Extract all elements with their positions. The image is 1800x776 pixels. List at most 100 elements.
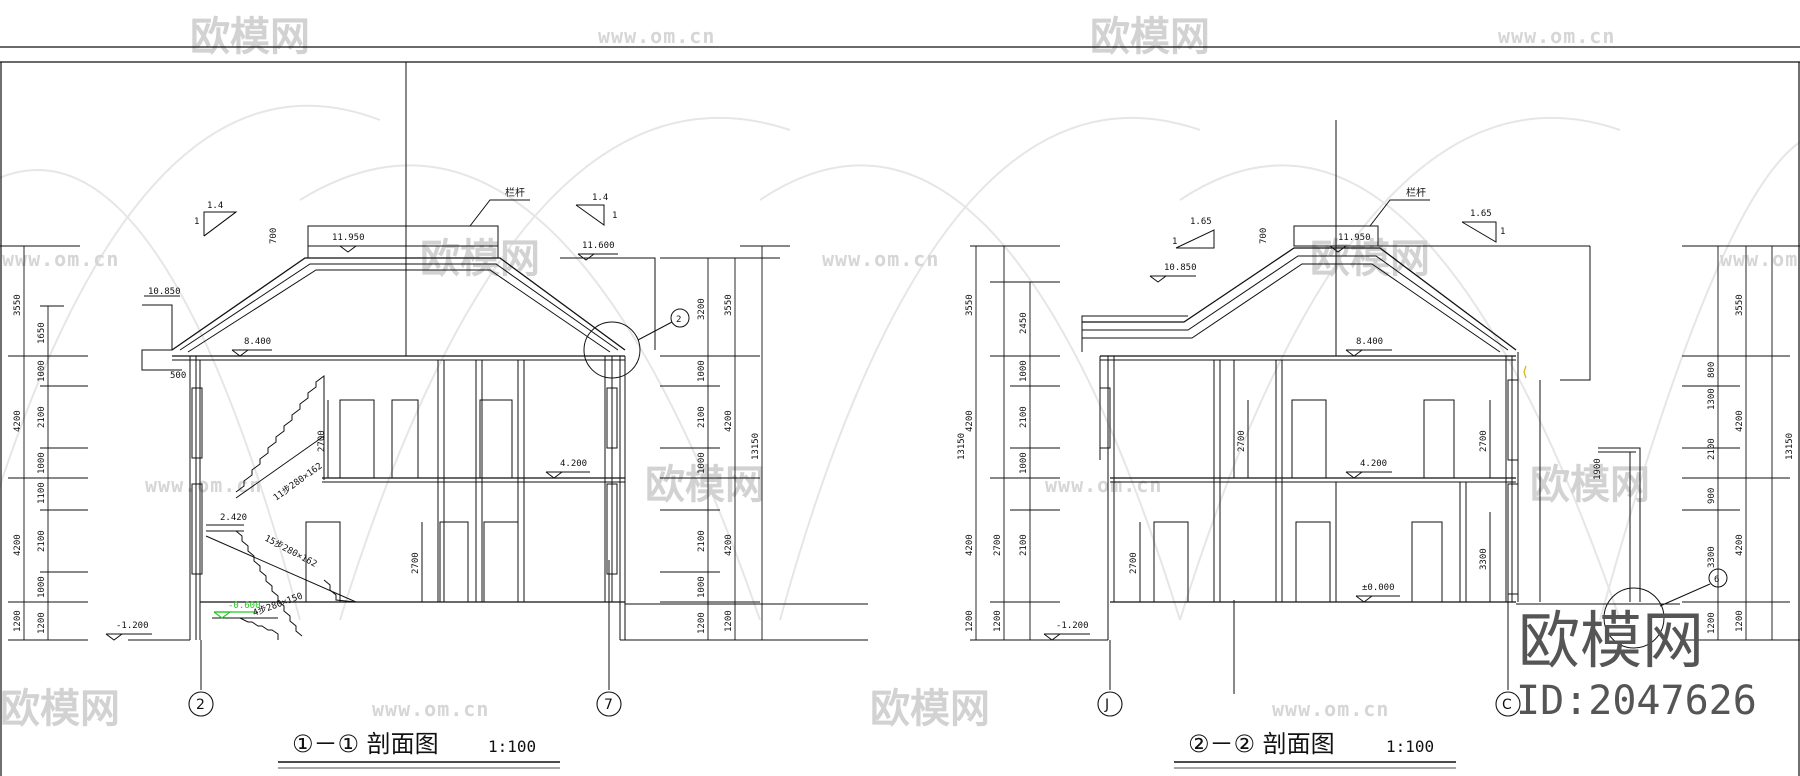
watermark-url: www.om.cn [1045, 473, 1162, 497]
door-height-label: 3300 [1479, 548, 1489, 570]
parapet-height-label: 700 [269, 228, 279, 244]
dim-label: 1200 [993, 610, 1003, 632]
axis-label: C [1502, 697, 1512, 713]
dim-label: 2100 [1707, 438, 1717, 460]
watermark-brand: 欧模网 [645, 462, 765, 508]
door-height-label: 2700 [317, 430, 327, 452]
door-height-label: 2700 [1129, 552, 1139, 574]
dim-label: 4200 [724, 534, 734, 556]
elevation-label: 8.400 [244, 337, 271, 347]
dim-label: 2700 [993, 534, 1003, 556]
corner-watermark-stamp: 欧模网 ID:2047626 [1516, 604, 1757, 724]
section-1-green-marker [213, 611, 258, 619]
slope-label: 1 [612, 211, 617, 221]
watermark-url: www.om.cn [822, 247, 939, 271]
slope-label: 1 [1172, 237, 1177, 247]
dim-label: 4200 [13, 410, 23, 432]
section-1-left-dims [0, 245, 88, 641]
dim-label: 2100 [37, 530, 47, 552]
section-2-axis: J C [1097, 691, 1521, 717]
eave-width-label: 500 [170, 371, 186, 381]
elevation-label: 11.600 [582, 241, 615, 251]
door-height-label: 2700 [1479, 430, 1489, 452]
railing-label: 栏杆 [505, 186, 525, 199]
detail-tag: 6 [1714, 575, 1719, 585]
total-dim-label: 13150 [957, 433, 967, 460]
dim-label: 1000 [37, 576, 47, 598]
watermark-url: www.om.cn [1498, 24, 1615, 48]
dim-label: 1200 [965, 610, 975, 632]
dim-label: 1200 [724, 610, 734, 632]
dim-label: 4200 [1735, 534, 1745, 556]
elevation-label: 4.200 [560, 459, 587, 469]
watermark-url: www.om.cn [1720, 247, 1800, 271]
section-2-right-dims [1682, 245, 1800, 641]
dim-label: 800 [1707, 362, 1717, 378]
section-1-drawing [105, 62, 868, 690]
dim-label: 2450 [1019, 312, 1029, 334]
elevation-label: 10.850 [1164, 263, 1197, 273]
dim-label: 2100 [1019, 406, 1029, 428]
elevation-label-green: -0.600 [228, 601, 261, 611]
watermark-brand: 欧模网 [1310, 236, 1430, 282]
watermark-url: www.om.cn [598, 24, 715, 48]
dim-label: 3550 [1735, 294, 1745, 316]
slope-label: 1.65 [1470, 209, 1492, 219]
section-1-right-dims [660, 245, 790, 641]
axis-bubble [596, 691, 622, 717]
watermark-brand: 欧模网 [420, 236, 540, 282]
section-2-annotations: 栏杆 1.65 1 1.65 1 11.950 10.850 8.400 4.2… [957, 186, 1795, 634]
railing-label: 栏杆 [1406, 186, 1426, 199]
elevation-label: 11.950 [332, 233, 365, 243]
total-dim-label: 13150 [751, 433, 761, 460]
dim-label: 1000 [37, 360, 47, 382]
dim-label: 3550 [13, 294, 23, 316]
parapet-height-label: 700 [1259, 228, 1269, 244]
dim-label: 1000 [697, 452, 707, 474]
dim-label: 1200 [1735, 610, 1745, 632]
watermark-url: www.om.cn [145, 473, 262, 497]
dim-label: 4200 [1735, 410, 1745, 432]
section-title: ①－① 剖面图 [292, 730, 439, 758]
watermark-url: www.om.cn [372, 697, 489, 721]
dim-label: 1200 [697, 612, 707, 634]
dim-label: 2100 [697, 406, 707, 428]
axis-label: 7 [604, 697, 613, 713]
dim-label: 4200 [965, 534, 975, 556]
axis-bubble [188, 691, 214, 717]
watermark-url: www.om.cn [1272, 697, 1389, 721]
watermark-brand: 欧模网 [0, 686, 120, 732]
slope-label: 1.65 [1190, 217, 1212, 227]
elevation-label: 2.420 [220, 513, 247, 523]
slope-label: 1 [194, 217, 199, 227]
elevation-label: 4.200 [1360, 459, 1387, 469]
dim-label: 3300 [1707, 546, 1717, 568]
dim-label: 1300 [1707, 388, 1717, 410]
section-title: ②－② 剖面图 [1188, 730, 1335, 758]
total-dim-label: 13150 [1785, 433, 1795, 460]
dim-label: 1000 [37, 452, 47, 474]
dim-label: 2100 [37, 406, 47, 428]
elevation-label: 11.950 [1338, 233, 1371, 243]
dim-label: 4200 [13, 534, 23, 556]
watermark-brand: 欧模网 [870, 686, 990, 732]
dim-label: 1100 [37, 482, 47, 504]
section-2-accent [1523, 365, 1527, 379]
axis-bubble [1495, 691, 1521, 717]
dim-label: 1000 [697, 360, 707, 382]
section-1-annotations: 栏杆 1.4 1 1.4 1 11.950 11.600 10.850 8.40… [13, 186, 761, 634]
watermark-brand: 欧模网 [1530, 462, 1650, 508]
section-2-drawing [1043, 120, 1728, 694]
dim-label: 4200 [965, 410, 975, 432]
scale-label: 1:100 [1386, 737, 1434, 756]
dim-label: 3550 [724, 294, 734, 316]
sheet-frame [0, 46, 1800, 776]
slope-label: 1.4 [592, 193, 608, 203]
door-height-label: 2700 [1237, 430, 1247, 452]
watermark-brand: 欧模网 [190, 14, 310, 60]
scale-label: 1:100 [488, 737, 536, 756]
dim-label: 4200 [724, 410, 734, 432]
axis-label: 2 [196, 697, 205, 713]
dim-label: 1000 [1019, 452, 1029, 474]
